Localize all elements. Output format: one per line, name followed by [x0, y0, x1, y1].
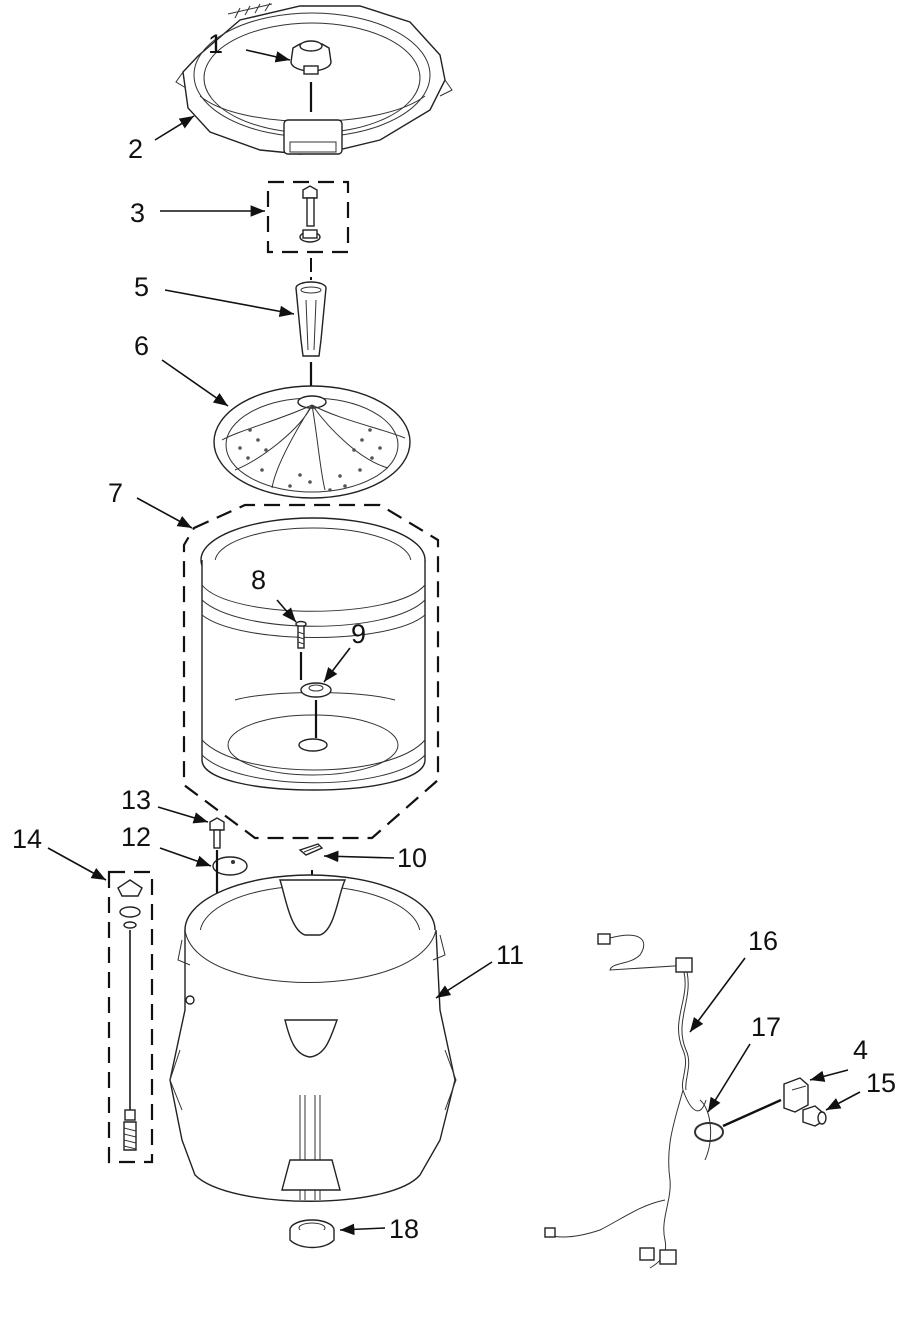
outer-tub-part: [169, 874, 457, 1202]
bolt-part: [299, 185, 321, 243]
callout-10: 10: [397, 843, 428, 873]
callout-5: 5: [134, 272, 150, 302]
impeller-plate-part: [213, 385, 411, 499]
clip-part: [298, 843, 324, 856]
seal-part: [289, 1219, 335, 1249]
washer-12-part: [212, 856, 248, 876]
callout-3: 3: [130, 198, 146, 228]
callout-2: 2: [128, 134, 144, 164]
wash-basket-part: [200, 517, 426, 791]
wire-harness-part: [544, 933, 724, 1269]
callout-8: 8: [251, 565, 267, 595]
tub-ring-part: [175, 2, 453, 155]
callout-1: 1: [208, 29, 224, 59]
screw-15-part: [802, 1105, 827, 1127]
callout-14: 14: [12, 824, 43, 854]
callout-17: 17: [751, 1012, 782, 1042]
hub-part: [300, 682, 332, 698]
callout-18: 18: [389, 1214, 420, 1244]
callout-15: 15: [866, 1068, 897, 1098]
callout-11: 11: [496, 940, 525, 970]
suspension-rod-part: [117, 879, 143, 1151]
callout-6: 6: [134, 331, 150, 361]
agitator-cap-part: [290, 40, 332, 75]
bolt-13-part: [209, 817, 225, 849]
connector-4-part: [783, 1077, 809, 1113]
callout-7: 7: [108, 478, 124, 508]
callout-13: 13: [121, 785, 152, 815]
callout-9: 9: [351, 619, 367, 649]
callout-4: 4: [853, 1035, 869, 1065]
callout-12: 12: [121, 822, 152, 852]
screw-part: [295, 620, 307, 649]
agitator-barrel-part: [295, 281, 327, 357]
callout-16: 16: [748, 926, 779, 956]
